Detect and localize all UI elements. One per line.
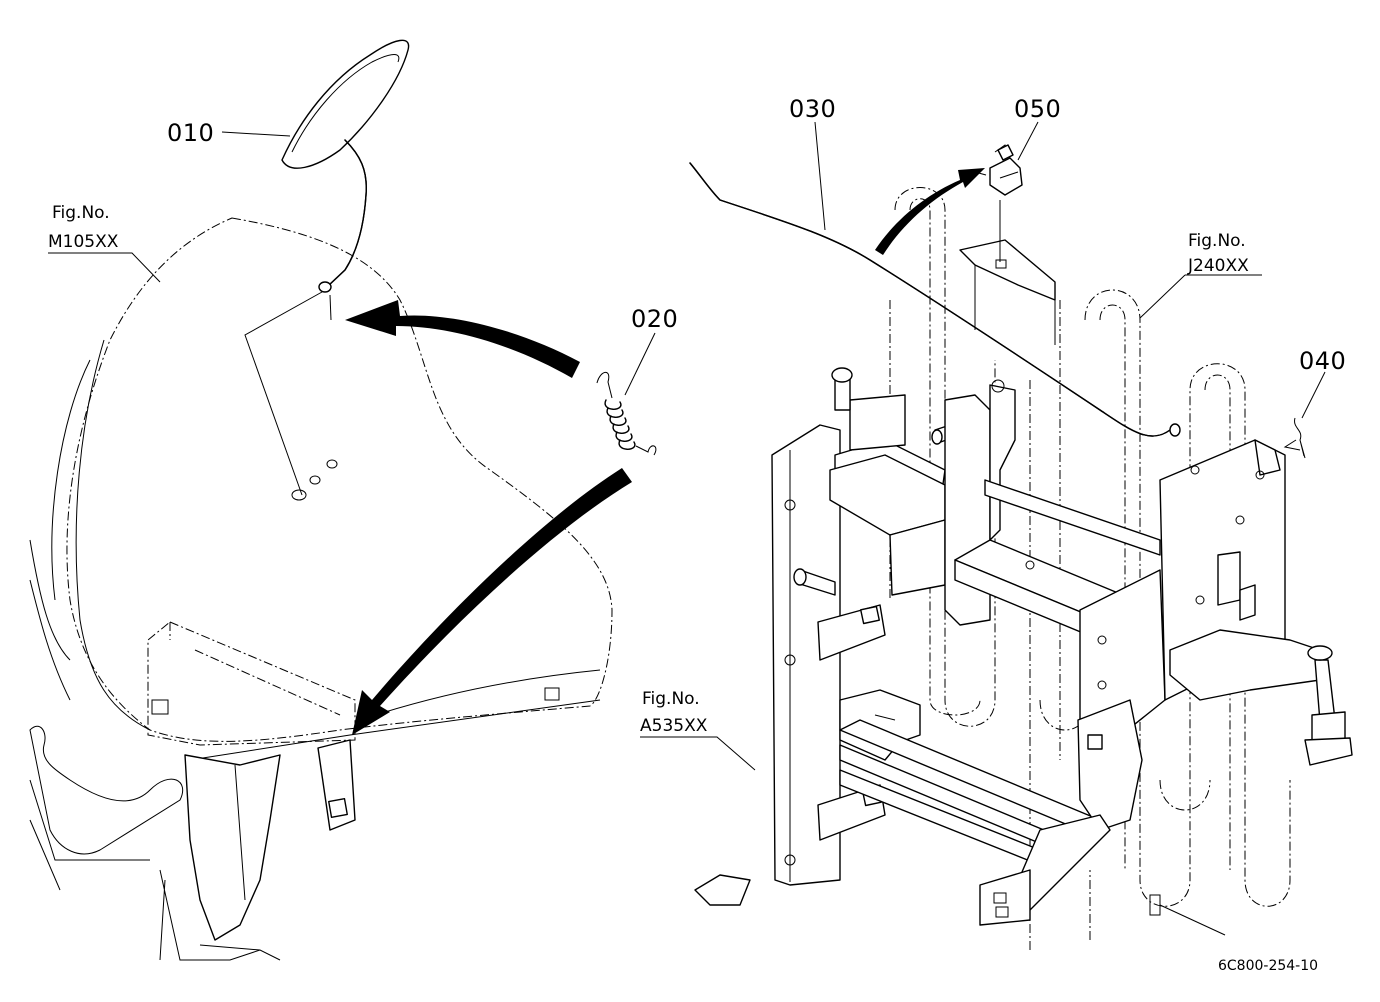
rod-part-030[interactable] xyxy=(689,162,1181,437)
part-label-010: 010 xyxy=(167,119,214,147)
assembly-arrow-right xyxy=(875,168,985,255)
callout-leaders xyxy=(48,121,1326,936)
part-label-020: 020 xyxy=(631,305,678,333)
ref-a535-code: A535XX xyxy=(640,716,708,736)
ref-m105-code: M105XX xyxy=(48,232,119,252)
clip-part-050[interactable] xyxy=(974,144,1023,196)
assembly-arrows-left xyxy=(345,300,632,735)
ref-j240-code: J240XX xyxy=(1187,256,1249,276)
ref-a535-title: Fig.No. xyxy=(642,689,700,709)
seat-assembly xyxy=(29,217,613,961)
spring-part-020[interactable] xyxy=(596,371,657,456)
ref-m105-title: Fig.No. xyxy=(52,203,110,223)
mirror-part-010[interactable] xyxy=(281,39,410,293)
part-label-050: 050 xyxy=(1014,95,1061,123)
pin-part-040[interactable] xyxy=(1283,417,1306,459)
ref-j240-title: Fig.No. xyxy=(1188,231,1246,251)
part-label-030: 030 xyxy=(789,95,836,123)
figure-code: 6C800-254-10 xyxy=(1218,958,1318,974)
part-label-040: 040 xyxy=(1299,347,1346,375)
frame-assembly xyxy=(694,187,1353,950)
